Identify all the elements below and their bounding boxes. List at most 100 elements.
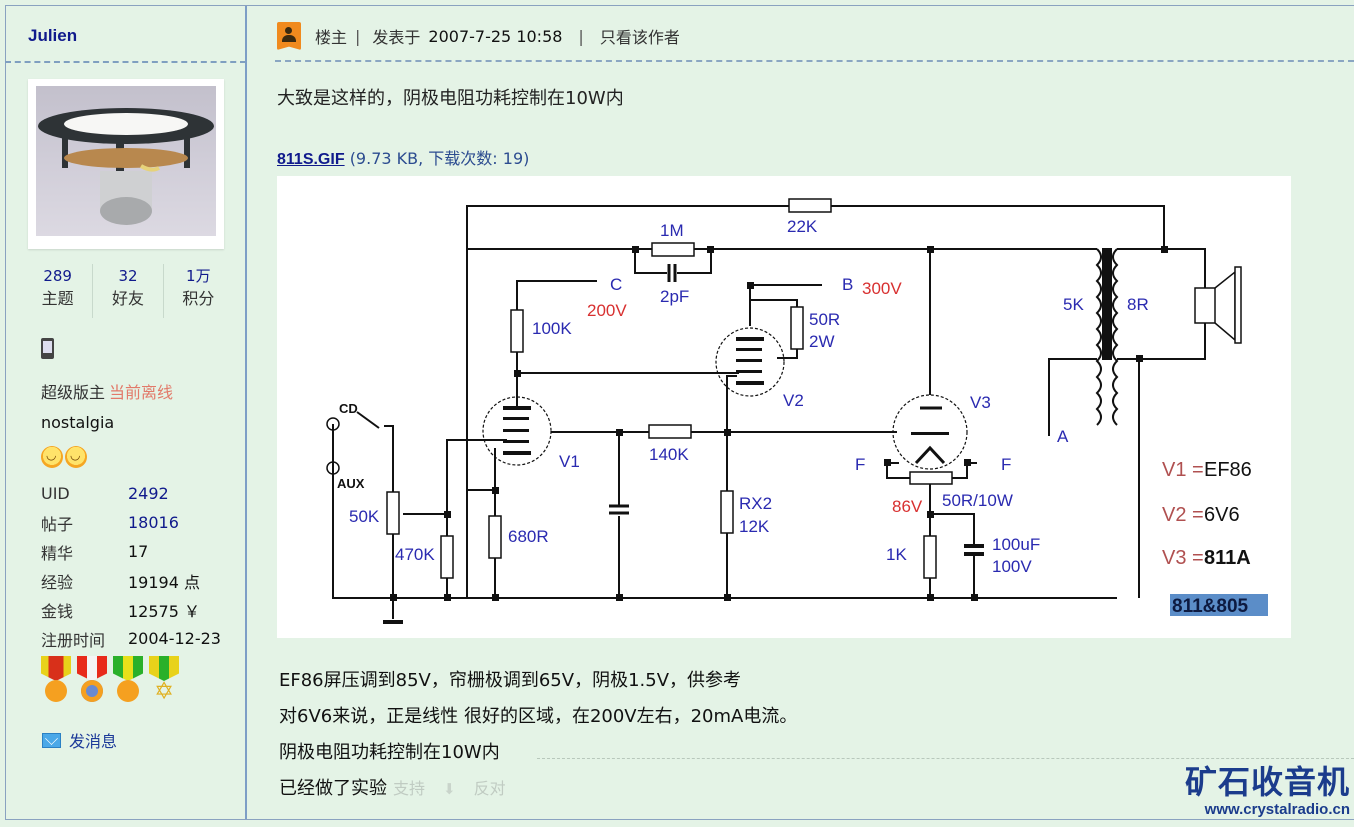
label-r50r10w: 50R/10W <box>942 491 1013 510</box>
stat-friends[interactable]: 32 好友 <box>93 264 164 318</box>
label-filament-f: F <box>1001 455 1011 474</box>
legend-value: 6V6 <box>1204 504 1240 526</box>
user-info-list: UID 2492 帖子 18016 精华 17 经验 19194 点 金钱 12… <box>41 479 241 653</box>
legend-value: EF86 <box>1204 459 1252 481</box>
attachment-link[interactable]: 811S.GIF <box>277 151 345 168</box>
label-filament-f: F <box>855 455 865 474</box>
info-row-digest: 精华 17 <box>41 537 241 566</box>
attachment-info: 811S.GIF (9.73 KB, 下载次数: 19) <box>277 145 529 169</box>
rank-stars <box>41 446 87 468</box>
avatar[interactable] <box>28 79 224 249</box>
label-pot50k: 50K <box>349 507 380 526</box>
stat-value: 1万 <box>186 267 211 285</box>
label-primary-5k: 5K <box>1063 295 1084 314</box>
info-value: 19194 点 <box>128 572 200 592</box>
circuit-diagram: 22K 1M 2pF C B 100K 50R 2W 5K 8R 50K 470… <box>326 198 1268 624</box>
info-value: 17 <box>128 542 149 561</box>
vote-oppose-button[interactable]: 反对 <box>473 779 506 798</box>
label-rx2: RX2 <box>739 494 772 513</box>
post-content: 楼主 | 发表于 2007-7-25 10:58 | 只看该作者 大致是这样的，… <box>247 6 1354 819</box>
posted-prefix: 发表于 <box>372 28 421 47</box>
label-r12k: 12K <box>739 517 770 536</box>
online-status: 当前离线 <box>109 383 174 402</box>
legend-key: V3 = <box>1162 547 1204 569</box>
label-300v: 300V <box>862 279 902 298</box>
label-input-aux: AUX <box>337 476 365 491</box>
post-body: EF86屏压调到85V，帘栅极调到65V，阴极1.5V，供参考 对6V6来说，正… <box>279 663 797 807</box>
stat-topics[interactable]: 289 主题 <box>23 264 94 318</box>
label-secondary-8r: 8R <box>1127 295 1149 314</box>
label-v1: V1 <box>559 452 580 471</box>
username-link[interactable]: Julien <box>28 26 78 45</box>
info-row-registered: 注册时间 2004-12-23 <box>41 624 241 653</box>
label-v3: V3 <box>970 393 991 412</box>
info-key: 注册时间 <box>41 630 106 650</box>
site-logo[interactable]: 矿石收音机 www.crystalradio.cn <box>1185 763 1350 819</box>
owner-label: 楼主 <box>315 28 348 47</box>
thread-owner-icon <box>277 22 301 50</box>
label-86v: 86V <box>892 497 923 516</box>
medal-icon[interactable] <box>113 656 143 708</box>
stat-label: 积分 <box>182 289 215 308</box>
schematic-tag: 811&805 <box>1172 596 1249 617</box>
stat-points[interactable]: 1万 积分 <box>164 264 233 318</box>
label-r100k: 100K <box>532 319 572 338</box>
info-row-experience: 经验 19194 点 <box>41 566 241 595</box>
label-r470k: 470K <box>395 545 435 564</box>
label-r1k: 1K <box>886 545 907 564</box>
signature-divider <box>537 758 1354 759</box>
stat-label: 好友 <box>111 289 144 308</box>
medals: ✡ <box>41 656 179 708</box>
header-divider <box>275 60 1354 62</box>
label-r680r: 680R <box>508 527 549 546</box>
post-line-with-votes: 已经做了实验支持⬇反对 <box>279 771 797 807</box>
mail-icon <box>42 732 61 748</box>
user-role: 超级版主当前离线 <box>41 379 173 403</box>
info-key: UID <box>41 484 70 503</box>
medal-icon[interactable] <box>77 656 107 708</box>
mobile-icon <box>41 338 54 359</box>
label-r1m: 1M <box>660 221 684 240</box>
info-key: 金钱 <box>41 601 74 621</box>
info-value-link[interactable]: 2492 <box>128 484 169 503</box>
divider <box>5 61 246 63</box>
post-timestamp: 2007-7-25 10:58 <box>428 26 563 46</box>
label-r50r: 50R <box>809 310 840 329</box>
label-input-cd: CD <box>339 401 358 416</box>
only-author-link[interactable]: 只看该作者 <box>599 28 680 47</box>
info-value: 12575 ￥ <box>128 601 200 621</box>
user-profile-column: Julien 289 主题 32 好友 1万 <box>5 6 246 819</box>
medal-icon[interactable] <box>41 656 71 708</box>
post-line: 对6V6来说，正是线性 很好的区域，在200V左右，20mA电流。 <box>279 706 798 727</box>
stat-value: 32 <box>118 267 138 285</box>
thumb-down-icon: ⬇ <box>443 780 456 798</box>
legend-key: V1 = <box>1162 459 1204 481</box>
separator: | <box>578 26 584 46</box>
label-v2: V2 <box>783 391 804 410</box>
logo-text: 矿石收音机 <box>1184 763 1350 801</box>
label-node-c: C <box>610 275 622 294</box>
send-message-link[interactable]: 发消息 <box>42 728 117 752</box>
send-message-label: 发消息 <box>69 732 118 751</box>
vote-support-button[interactable]: 支持 <box>393 779 426 798</box>
stat-value: 289 <box>43 267 72 285</box>
info-key: 精华 <box>41 543 74 563</box>
column-divider <box>245 6 247 819</box>
label-c2pf: 2pF <box>660 287 689 306</box>
avatar-image <box>36 86 216 236</box>
attachment-meta: (9.73 KB, 下载次数: 19) <box>349 149 530 168</box>
info-value-link[interactable]: 18016 <box>128 513 179 532</box>
user-nickname: nostalgia <box>41 413 115 432</box>
info-row-uid: UID 2492 <box>41 479 241 508</box>
legend-key: V2 = <box>1162 504 1204 526</box>
smile-icon <box>65 446 87 468</box>
label-node-a: A <box>1057 427 1069 446</box>
post-intro: 大致是这样的，阴极电阻功耗控制在10W内 <box>277 88 624 109</box>
medal-icon[interactable]: ✡ <box>149 656 179 708</box>
schematic-image[interactable]: 22K 1M 2pF C B 100K 50R 2W 5K 8R 50K 470… <box>277 176 1291 638</box>
label-c100uf: 100uF <box>992 535 1040 554</box>
info-key: 经验 <box>41 572 74 592</box>
info-value: 2004-12-23 <box>128 629 221 648</box>
user-stats: 289 主题 32 好友 1万 积分 <box>23 264 233 318</box>
role-label: 超级版主 <box>41 383 106 402</box>
